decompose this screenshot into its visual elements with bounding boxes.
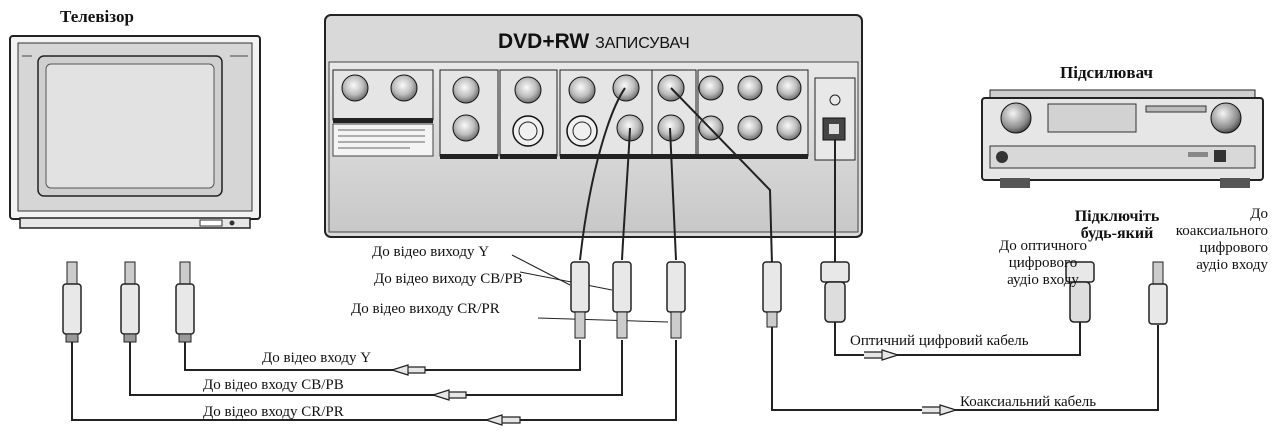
label-optical-in-line-2: цифрового	[1008, 255, 1078, 271]
label-coax-in-line-2: коаксиального	[1175, 223, 1268, 239]
label-out-cb: До відео виходу CB/PB	[374, 271, 523, 287]
recorder-title-main: DVD+RW	[498, 30, 590, 53]
label-in-cb: До відео входу CB/PB	[203, 377, 344, 393]
label-in-y: До відео входу Y	[262, 350, 372, 366]
label-coax-in-line-1: До	[1250, 206, 1268, 222]
leader-lines	[511, 254, 669, 323]
amplifier-icon	[981, 89, 1264, 188]
label-optical-in-line-3: аудіо входу	[1007, 272, 1079, 288]
label-optical-cable: Оптичний цифровий кабель	[850, 333, 1029, 349]
amplifier-title: Підсилювач	[1060, 63, 1154, 82]
label-out-cr: До відео виходу CR/PR	[351, 301, 500, 317]
tv-title: Телевізор	[60, 7, 134, 26]
label-optical-in-line-1: До оптичного	[999, 238, 1087, 254]
label-coax-cable: Коаксиальний кабель	[960, 394, 1097, 410]
rca-plugs	[62, 261, 1168, 343]
label-coax-in: До коаксиального цифрового аудіо входу	[1140, 206, 1268, 274]
label-connect-any-line-1: Підключіть	[1074, 208, 1160, 225]
cables	[71, 87, 1159, 421]
label-in-cr: До відео входу CR/PR	[203, 404, 344, 420]
label-connect-any-line-2: будь-який	[1080, 225, 1154, 242]
recorder-title-sub: ЗАПИСУВАЧ	[595, 35, 690, 52]
direction-arrows	[389, 349, 959, 426]
recorder-title: DVD+RW ЗАПИСУВАЧ	[498, 30, 690, 54]
label-out-y: До відео виходу Y	[372, 244, 490, 260]
tv-icon	[9, 35, 261, 229]
label-coax-in-line-3: цифрового	[1199, 240, 1268, 256]
label-optical-in: До оптичного цифрового аудіо входу	[980, 238, 1106, 289]
label-coax-in-line-4: аудіо входу	[1196, 257, 1268, 273]
label-connect-any: Підключіть будь-який	[1052, 208, 1182, 242]
